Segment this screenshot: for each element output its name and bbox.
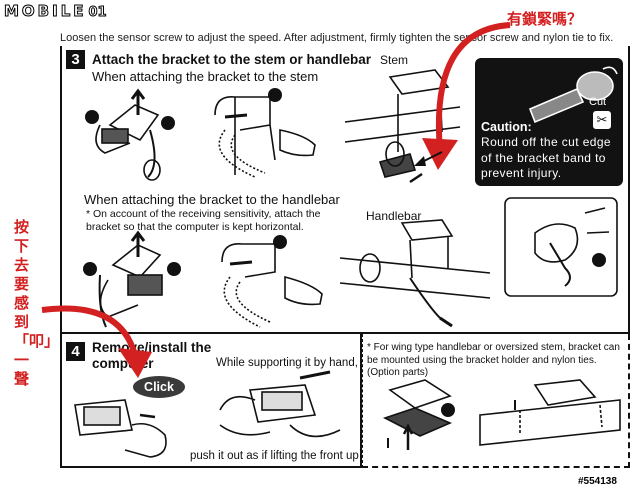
step3-illustration-handlebar-band [221,235,323,328]
step3-number: 3 [66,50,85,69]
scissors-icon: ✂ [593,111,611,129]
annotation-arrow-top [422,22,511,170]
step3-handlebar-subtitle: When attaching the bracket to the handle… [84,192,340,207]
caution-box: Cut ✂ Caution: Round off the cut edge of… [475,58,623,186]
caution-title: Caution: [481,120,532,134]
annotation-top-right: 有鎖緊嗎？ [507,10,583,28]
marker-8b-icon [273,235,287,249]
marker-4-icon [592,253,606,267]
click-bubble: Click [133,376,185,398]
step4-push-text: push it out as if lifting the front up [190,450,359,462]
step3-illustration-stem-closeup [344,69,461,184]
cut-band-illustration [528,66,618,124]
step4-illustration-hand-remove [219,370,341,438]
step3-illustration-strap-detail [504,197,618,297]
marker-2-icon [85,110,99,124]
watermark-logo-number: 01 [88,5,107,21]
annotation-small-arrow [414,151,443,166]
step4-frame [60,334,362,468]
step3-frame [60,46,630,334]
label-handlebar: Handlebar [366,209,422,223]
click-label: Click [144,380,174,394]
annotation-arrow-left [41,305,152,378]
step4-wing-frame [362,334,630,468]
marker-2b-icon [167,262,181,276]
marker-1-icon [161,116,175,130]
annotation-left-vertical: 按下去要感到「叩」一聲 [14,218,60,388]
step4-number: 4 [66,342,85,361]
marker-2c-icon [441,403,455,417]
step3-title: Attach the bracket to the stem or handle… [92,52,372,67]
label-stem: Stem [380,53,409,67]
watermark-logo-text: MOBILE [4,2,87,21]
marker-1b-icon [83,262,97,276]
step3-illustration-handlebar-bracket [83,230,181,328]
label-cut: Cut [589,96,607,108]
step4-illustration-computer-click [74,399,167,458]
step4-wing-note: * For wing type handlebar or oversized s… [367,342,620,378]
step3-note: * On account of the receiving sensitivit… [86,208,321,233]
top-cut-text: Loosen the sensor screw to adjust the sp… [60,32,614,44]
step3-stem-subtitle: When attaching the bracket to the stem [92,69,319,84]
step4-illustration-wing-mount [479,379,621,446]
post-id: #554138 [578,476,617,487]
step3-illustration-stem-bracket [85,88,175,181]
step4-illustration-wing-holder [382,379,455,450]
step4-support-text: While supporting it by hand, [216,357,358,369]
marker-8-icon [268,88,282,102]
caution-text: Round off the cut edge of the bracket ba… [481,135,612,180]
step3-illustration-handlebar-closeup [339,219,491,328]
step3-illustration-band [214,88,316,178]
